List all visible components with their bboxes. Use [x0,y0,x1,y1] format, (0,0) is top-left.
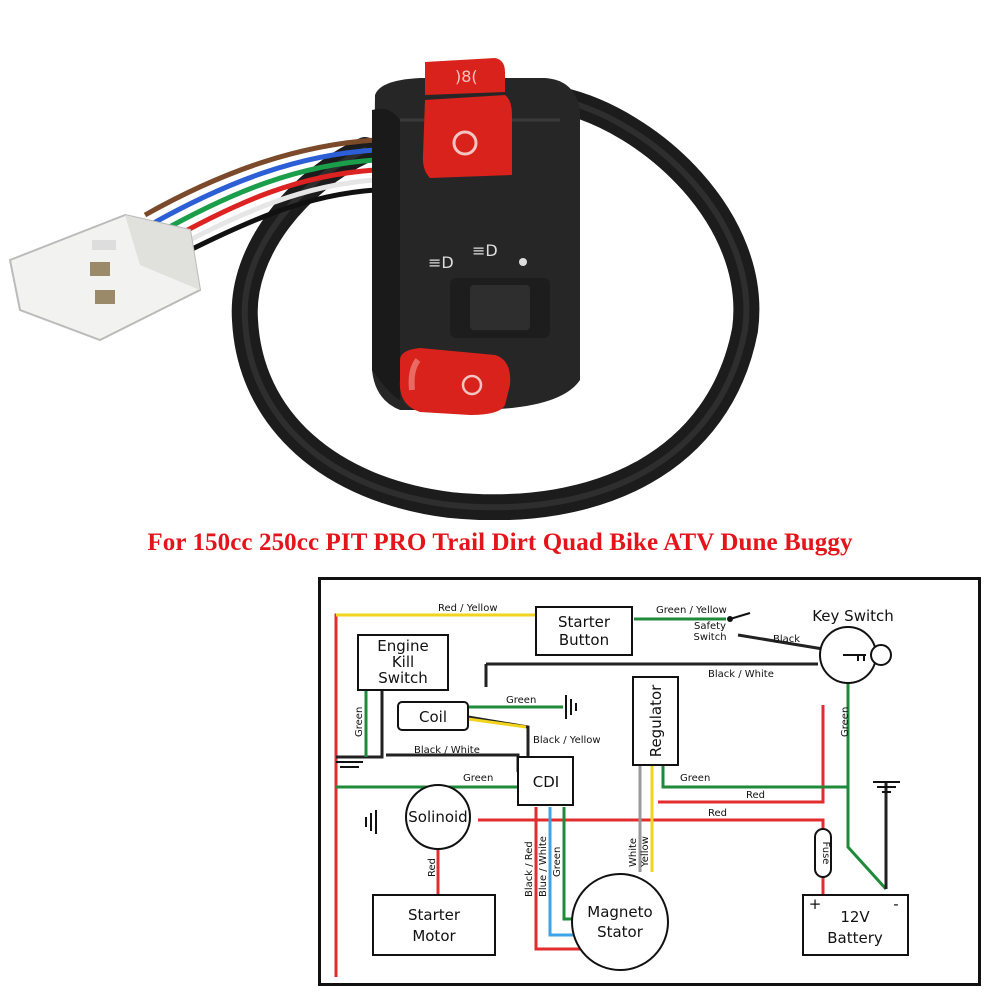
svg-text:White: White [628,838,639,867]
solinoid: Solinoid [405,784,471,850]
svg-text:Switch: Switch [693,632,726,643]
product-photo: )8( ≡D ≡D [8,58,760,520]
svg-text:Regulator: Regulator [647,684,665,757]
wire-labels: Red / Yellow Green / Yellow Black Black … [354,603,851,897]
svg-text:Red: Red [746,790,765,801]
fuse: Fuse [814,828,832,878]
wire-reg-green [661,687,850,789]
coil-box: Coil [397,701,469,731]
svg-text:Green: Green [463,773,493,784]
svg-text:Green: Green [354,707,365,737]
svg-text:Yellow: Yellow [640,836,651,868]
svg-text:Switch: Switch [378,669,428,687]
horn-icon: )8( [455,67,478,86]
start-icon [452,130,478,156]
cdi-box: CDI [517,756,574,806]
svg-text:Battery: Battery [827,929,883,947]
key-switch: Key Switch [812,607,894,684]
svg-text:Green: Green [506,695,536,706]
svg-text:Green: Green [552,847,563,877]
svg-text:Green / Yellow: Green / Yellow [656,605,727,616]
svg-text:Kill: Kill [392,653,414,671]
svg-text:Engine: Engine [377,637,428,655]
svg-text:Motor: Motor [412,927,456,945]
ground-symbol [336,695,900,834]
svg-text:Starter: Starter [408,906,461,924]
lead-wires [143,137,376,263]
svg-text:CDI: CDI [533,773,559,791]
svg-text:Fuse: Fuse [820,842,831,865]
wire-safety-black [737,633,824,651]
wire-black-red [534,807,593,951]
starter-motor-box: Starter Motor [372,894,496,956]
svg-text:Black / Red: Black / Red [524,841,535,897]
svg-text:Solinoid: Solinoid [408,808,467,826]
svg-text:Magneto: Magneto [587,903,652,921]
engine-kill-switch-box: Engine Kill Switch [357,634,449,691]
svg-text:Black: Black [773,634,800,645]
product-headline: For 150cc 250cc PIT PRO Trail Dirt Quad … [147,529,853,556]
svg-text:Stator: Stator [597,923,644,941]
safety-switch: Safety Switch [693,612,751,643]
horn-button: )8( [425,58,505,95]
svg-text:Key Switch: Key Switch [812,607,894,625]
svg-text:Red: Red [708,808,727,819]
starter-button-box: Starter Button [535,606,633,656]
svg-text:Black / White: Black / White [414,745,480,756]
connector-plug [8,213,202,342]
start-button [422,95,512,178]
svg-text:Black / Yellow: Black / Yellow [533,735,601,746]
svg-text:Green: Green [840,707,851,737]
regulator-box: Regulator [632,676,679,766]
kill-button [399,348,511,415]
svg-text:Red / Yellow: Red / Yellow [438,603,498,614]
battery-box: + - 12V Battery [802,894,909,956]
wire-black-white [484,662,818,687]
high-beam-icon: ≡D [472,241,498,260]
svg-text:Button: Button [559,631,609,649]
magneto-stator: Magneto Stator [571,873,669,971]
svg-text:12V: 12V [840,908,870,926]
svg-text:+: + [809,895,822,913]
switch-housing [372,78,580,410]
svg-text:Safety: Safety [694,621,726,632]
wire-green-right [846,677,888,891]
wiring-diagram: Starter Button Engine Kill Switch Coil C… [334,603,909,977]
svg-text:Red: Red [427,858,438,877]
svg-text:Blue / White: Blue / White [538,836,549,897]
low-beam-icon: ≡D [428,253,454,272]
svg-text:Black / White: Black / White [708,669,774,680]
svg-text:Coil: Coil [419,708,447,726]
svg-text:-: - [893,895,898,913]
indicator-dot [519,258,527,266]
kill-icon [461,374,483,396]
svg-text:Green: Green [680,773,710,784]
svg-text:Starter: Starter [558,613,611,631]
